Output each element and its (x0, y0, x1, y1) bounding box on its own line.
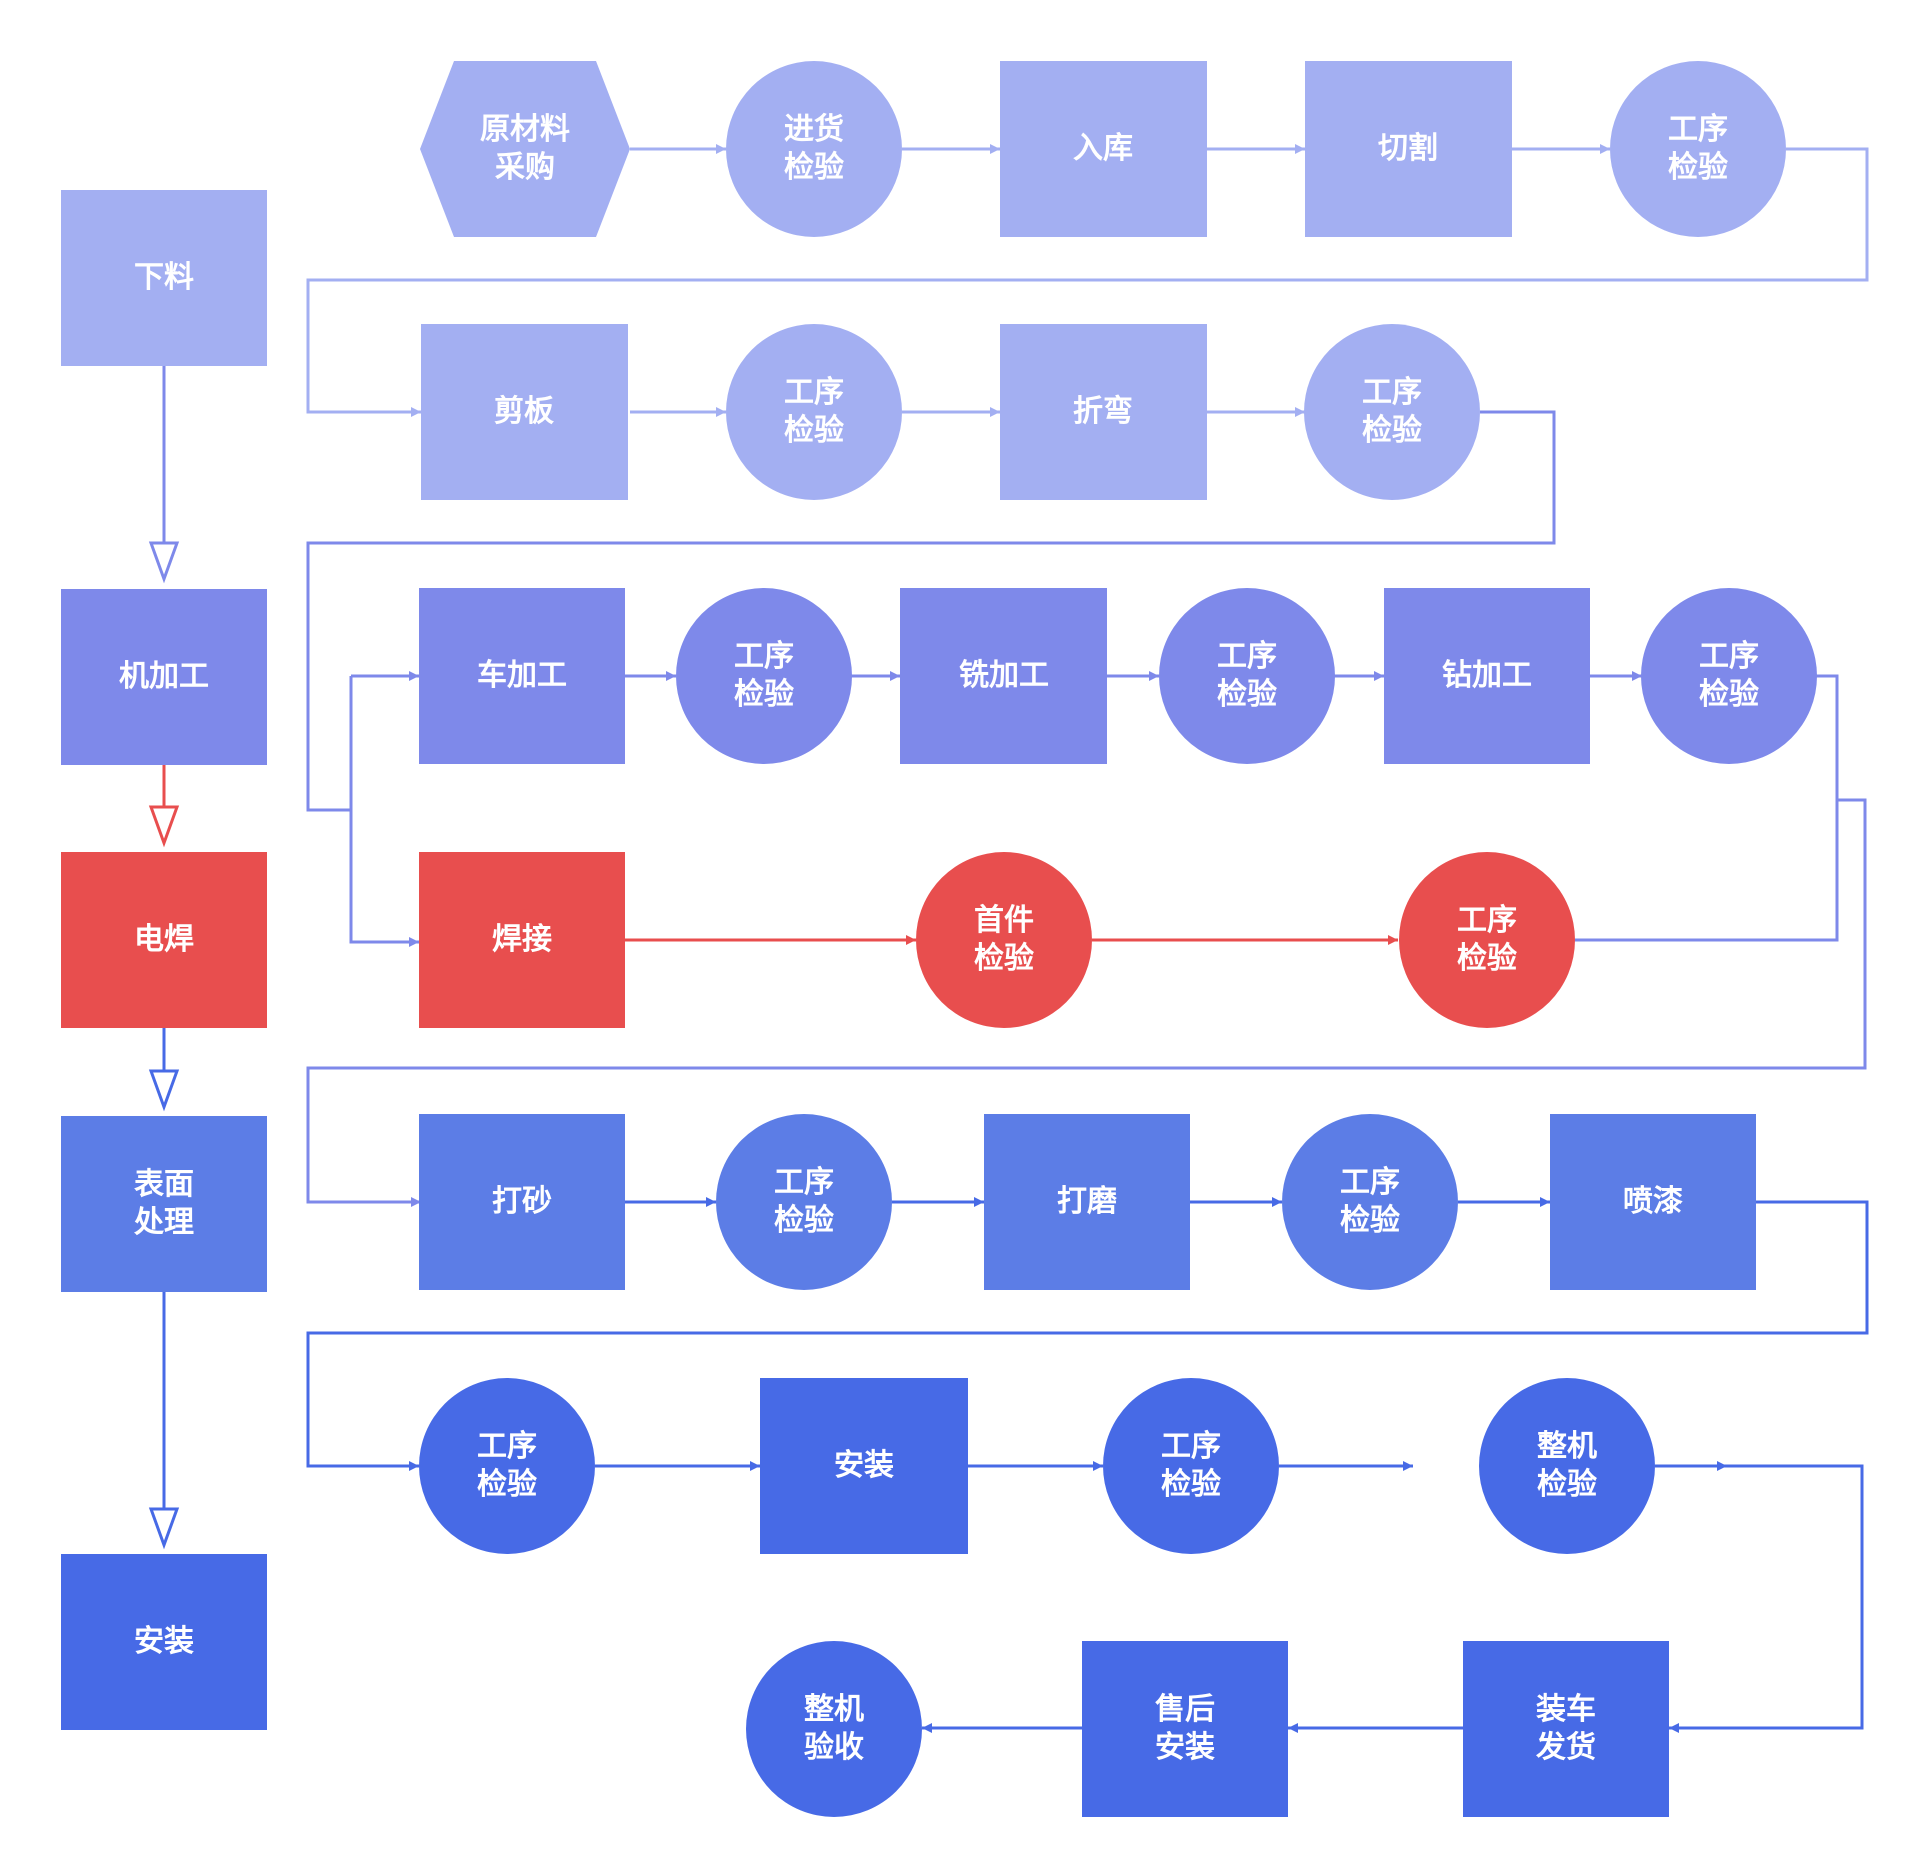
node-label: 工序检验 (1161, 1429, 1221, 1502)
node-label: 机加工 (119, 659, 209, 694)
process-node-rect[interactable]: 焊接 (419, 852, 625, 1028)
node-label: 工序检验 (1217, 639, 1277, 712)
connectors (306, 144, 1869, 1733)
process-node-circle[interactable]: 工序检验 (1103, 1378, 1279, 1554)
stage-node[interactable]: 表面处理 (61, 1116, 267, 1292)
node-label: 整机验收 (804, 1692, 864, 1765)
process-node-rect[interactable]: 切割 (1305, 61, 1512, 237)
node-label: 首件检验 (974, 903, 1034, 976)
stage-node[interactable]: 电焊 (61, 852, 267, 1028)
node-label: 原材料采购 (480, 112, 570, 185)
node-label: 工序检验 (1668, 112, 1728, 185)
node-label: 工序检验 (1362, 375, 1422, 448)
stage-node[interactable]: 机加工 (61, 589, 267, 765)
connector (1575, 674, 1839, 942)
node-label: 售后安装 (1155, 1692, 1215, 1765)
node-label: 下料 (134, 260, 194, 295)
node-label: 工序检验 (734, 639, 794, 712)
node-label: 折弯 (1073, 394, 1133, 429)
process-node-circle[interactable]: 工序检验 (1641, 588, 1817, 764)
node-label: 工序检验 (1699, 639, 1759, 712)
left-column-connectors (148, 366, 180, 1550)
node-label: 打磨 (1057, 1184, 1117, 1219)
node-label: 工序检验 (784, 375, 844, 448)
process-node-rect[interactable]: 喷漆 (1550, 1114, 1756, 1290)
process-nodes: 原材料采购 进货检验 入库 切割 工序检验 剪板 工序检验 折弯 (419, 61, 1817, 1817)
process-node-rect[interactable]: 车加工 (419, 588, 625, 764)
process-node-circle[interactable]: 工序检验 (726, 324, 902, 500)
node-label: 工序检验 (774, 1165, 834, 1238)
process-node-rect[interactable]: 售后安装 (1082, 1641, 1288, 1817)
node-label: 安装 (134, 1624, 194, 1659)
connector (306, 1200, 1869, 1471)
process-node-rect[interactable]: 剪板 (421, 324, 628, 500)
process-node-rect[interactable]: 打砂 (419, 1114, 625, 1290)
connector (306, 147, 1869, 417)
process-node-rect[interactable]: 折弯 (1000, 324, 1207, 500)
node-label: 装车发货 (1535, 1692, 1596, 1765)
node-label: 车加工 (477, 658, 567, 693)
node-label: 安装 (834, 1448, 894, 1483)
connector (306, 798, 1867, 1207)
arrow-down-icon (148, 541, 180, 584)
process-node-rect[interactable]: 装车发货 (1463, 1641, 1669, 1817)
process-node-rect[interactable]: 钻加工 (1384, 588, 1590, 764)
node-label: 工序检验 (1457, 903, 1517, 976)
arrow-down-icon (148, 1507, 180, 1550)
node-label: 工序检验 (477, 1429, 537, 1502)
node-label: 钻加工 (1442, 658, 1532, 693)
process-node-circle[interactable]: 整机检验 (1479, 1378, 1655, 1554)
connector (306, 410, 1556, 812)
node-label: 工序检验 (1340, 1165, 1400, 1238)
process-node-circle[interactable]: 工序检验 (1282, 1114, 1458, 1290)
node-label: 电焊 (134, 922, 194, 957)
process-node-circle[interactable]: 工序检验 (419, 1378, 595, 1554)
stage-node[interactable]: 下料 (61, 190, 267, 366)
node-label: 表面处理 (133, 1167, 194, 1240)
process-node-circle[interactable]: 工序检验 (676, 588, 852, 764)
process-node-circle[interactable]: 进货检验 (726, 61, 902, 237)
process-node-rect[interactable]: 铣加工 (900, 588, 1107, 764)
process-node-hexagon[interactable]: 原材料采购 (420, 61, 630, 237)
node-label: 整机检验 (1537, 1429, 1597, 1502)
node-label: 打砂 (492, 1184, 552, 1219)
arrow-down-icon (148, 1069, 180, 1112)
arrow-down-icon (148, 805, 180, 848)
process-node-circle[interactable]: 整机验收 (746, 1641, 922, 1817)
connector (349, 676, 419, 947)
node-label: 进货检验 (784, 112, 844, 185)
process-node-circle[interactable]: 工序检验 (1610, 61, 1786, 237)
left-column: 下料 机加工 电焊 表面处理 安装 (61, 190, 267, 1730)
node-label: 喷漆 (1623, 1184, 1683, 1219)
node-label: 剪板 (494, 394, 554, 429)
process-node-circle[interactable]: 工序检验 (1159, 588, 1335, 764)
process-node-circle[interactable]: 工序检验 (1304, 324, 1480, 500)
node-label: 入库 (1073, 131, 1133, 166)
node-label: 焊接 (492, 922, 552, 957)
process-node-rect[interactable]: 安装 (760, 1378, 968, 1554)
process-node-circle[interactable]: 首件检验 (916, 852, 1092, 1028)
process-node-rect[interactable]: 打磨 (984, 1114, 1190, 1290)
stage-node[interactable]: 安装 (61, 1554, 267, 1730)
connector (1655, 1464, 1864, 1733)
node-label: 切割 (1378, 131, 1438, 166)
process-node-circle[interactable]: 工序检验 (1399, 852, 1575, 1028)
process-node-rect[interactable]: 入库 (1000, 61, 1207, 237)
node-label: 铣加工 (959, 658, 1049, 693)
process-node-circle[interactable]: 工序检验 (716, 1114, 892, 1290)
